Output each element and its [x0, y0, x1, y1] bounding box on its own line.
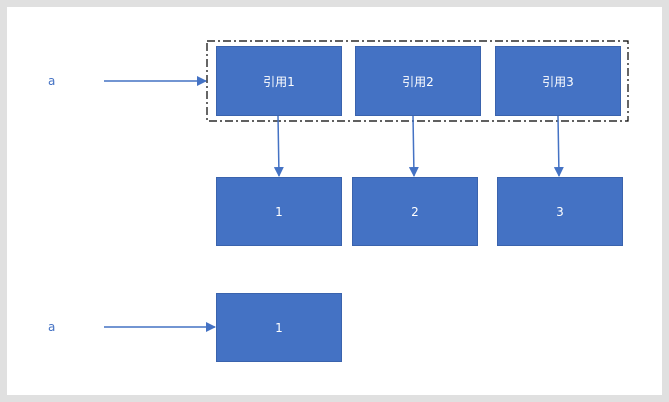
arrow-ref1-to-value1	[273, 115, 284, 177]
value-label-3: 3	[556, 204, 564, 219]
value-label-direct: 1	[275, 320, 283, 335]
reference-box-1: 引用1	[216, 46, 342, 116]
reference-group-border	[206, 40, 629, 122]
arrow-ref3-to-value3	[553, 115, 564, 177]
reference-label-2: 引用2	[402, 74, 434, 89]
arrow-ref2-to-value2	[408, 115, 419, 177]
value-box-direct: 1	[216, 293, 342, 362]
reference-box-2: 引用2	[355, 46, 481, 116]
reference-box-3: 引用3	[495, 46, 621, 116]
value-box-1: 1	[216, 177, 342, 246]
value-box-3: 3	[497, 177, 623, 246]
reference-label-3: 引用3	[542, 74, 574, 89]
value-label-2: 2	[411, 204, 419, 219]
value-box-2: 2	[352, 177, 478, 246]
value-label-1: 1	[275, 204, 283, 219]
variable-label-top: a	[48, 74, 56, 88]
variable-label-bottom: a	[48, 320, 56, 334]
reference-label-1: 引用1	[263, 74, 295, 89]
